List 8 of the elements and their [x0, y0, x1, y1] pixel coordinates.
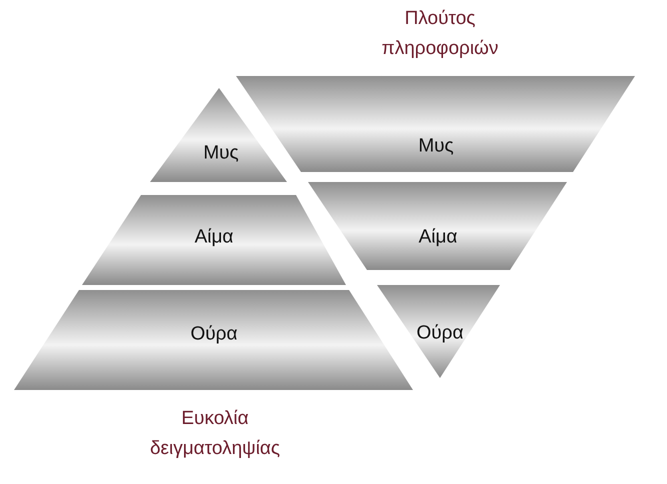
tier-label: Μυς: [203, 144, 239, 164]
tier-label: Μυς: [418, 136, 454, 158]
tier-label: Ούρα: [416, 324, 464, 344]
tier-label: Αίμα: [194, 228, 234, 248]
tier-label: Ούρα: [190, 324, 238, 346]
pyramid-caption: Πλούτος πληροφοριών: [380, 7, 500, 62]
pyramid-caption: Ευκολία δειγματοληψίας: [148, 407, 282, 462]
tier-label: Αίμα: [418, 228, 458, 248]
